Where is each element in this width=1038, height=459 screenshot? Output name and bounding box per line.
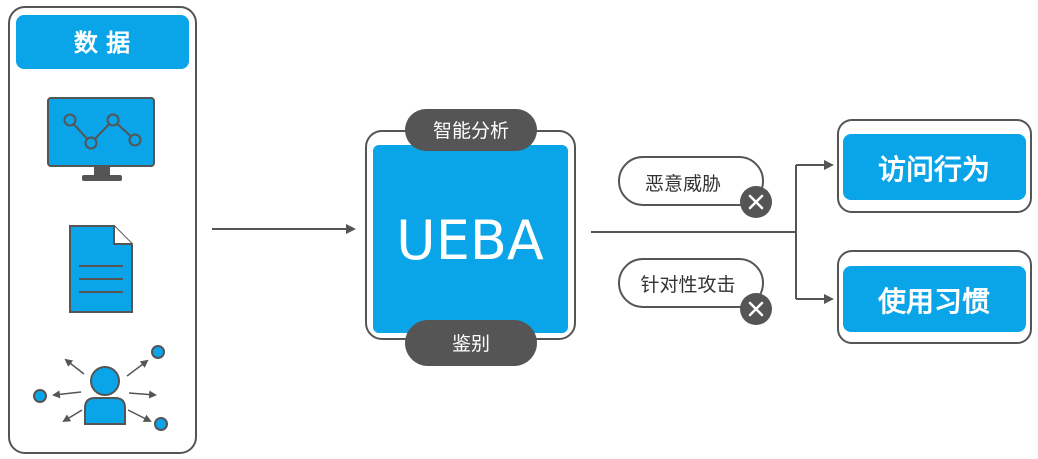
threat-pill-2: 针对性攻击 — [618, 258, 772, 325]
user-network-icon — [33, 345, 168, 431]
x-icon — [740, 293, 772, 325]
ueba-box: UEBA 智能分析 鉴别 — [365, 109, 576, 366]
output-label: 使用习惯 — [877, 285, 990, 318]
monitor-chart-icon — [47, 97, 155, 181]
x-icon — [740, 186, 772, 218]
ueba-box-fill — [373, 145, 568, 333]
threat-label: 恶意威胁 — [645, 173, 721, 195]
data-panel-header — [16, 15, 189, 69]
threat-pill-1: 恶意威胁 — [618, 156, 772, 218]
data-panel-title: 数 据 — [74, 29, 130, 57]
output-box-2: 使用习惯 — [837, 250, 1032, 344]
connector-lines — [591, 160, 834, 304]
ueba-bottom-tag-label: 鉴别 — [452, 333, 490, 355]
ueba-bottom-tag — [405, 320, 537, 366]
output-label: 访问行为 — [878, 153, 990, 186]
document-icon — [69, 225, 133, 313]
ueba-top-tag-label: 智能分析 — [433, 120, 509, 142]
ueba-top-tag — [405, 109, 537, 151]
ueba-title: UEBA — [396, 209, 544, 272]
output-box-1: 访问行为 — [837, 119, 1032, 213]
threat-label: 针对性攻击 — [640, 274, 735, 296]
data-panel: 数 据 — [8, 6, 197, 454]
